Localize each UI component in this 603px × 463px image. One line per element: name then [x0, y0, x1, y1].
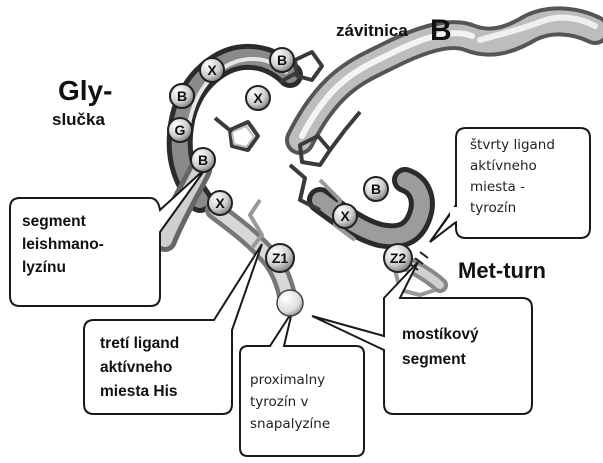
bead-label: X — [215, 195, 225, 211]
helix-label: závitnica — [336, 21, 408, 40]
bead-x-right: X — [332, 203, 358, 229]
bead-label: Z2 — [390, 250, 407, 266]
histidine-side-chains — [213, 50, 436, 297]
callout-third-ligand: tretí ligand aktívneho miesta His — [83, 243, 263, 415]
helix-letter: B — [430, 14, 452, 47]
bead-b-right: B — [363, 176, 389, 202]
callout-bridge-line1: mostíkový — [402, 326, 479, 343]
callout-fourth-line4: tyrozín — [470, 200, 516, 216]
callout-bridge-line2: segment — [402, 351, 466, 368]
bead-x-lower: X — [207, 190, 233, 216]
proximal-tyrosine-ball — [276, 289, 304, 317]
bead-g: G — [167, 117, 193, 143]
bead-label: Z1 — [272, 250, 289, 266]
bead-label: X — [207, 62, 217, 78]
callout-fourth-line2: aktívneho — [470, 158, 537, 174]
callout-proximal-line2: tyrozín v — [250, 394, 308, 410]
callout-proximal-tyrosine: proximalny tyrozín v snapalyzíne — [239, 311, 365, 457]
callout-proximal-line3: snapalyzíne — [250, 416, 330, 432]
bead-x-middle: X — [245, 85, 271, 111]
bead-b-lower: B — [190, 147, 216, 173]
bead-x-top: X — [199, 57, 225, 83]
callout-segment-line1: segment — [22, 213, 86, 230]
callout-segment-line2: leishmano- — [22, 236, 104, 253]
callout-fourth-line3: miesta - — [470, 179, 525, 195]
callout-third-line1: tretí ligand — [100, 335, 179, 352]
bead-label: B — [371, 181, 381, 197]
bead-z2: Z2 — [383, 243, 413, 273]
bead-label: B — [277, 52, 287, 68]
helix-b-ribbon — [285, 6, 603, 155]
bead-label: B — [177, 88, 187, 104]
callout-bridging-segment: mostíkový segment — [311, 261, 533, 415]
callout-fourth-line1: štvrty ligand — [470, 137, 555, 153]
bead-b-gly: B — [169, 83, 195, 109]
gly-loop-subtitle: slučka — [52, 110, 105, 129]
bead-label: B — [198, 152, 208, 168]
bead-label: X — [253, 90, 263, 106]
callout-proximal-line1: proximalny — [250, 372, 325, 388]
met-turn-label: Met-turn — [458, 258, 546, 283]
bead-label: G — [175, 122, 186, 138]
callout-segment-line3: lyzínu — [22, 259, 66, 276]
callout-third-line3: miesta His — [100, 383, 178, 400]
bead-label: X — [340, 208, 350, 224]
callout-third-line2: aktívneho — [100, 359, 172, 376]
callout-fourth-ligand: štvrty ligand aktívneho miesta - tyrozín — [429, 127, 591, 243]
gly-loop-title: Gly- — [58, 75, 112, 106]
callout-segment: segment leishmano- lyzínu — [9, 167, 207, 307]
bead-b-top: B — [269, 47, 295, 73]
bead-z1: Z1 — [265, 243, 295, 273]
